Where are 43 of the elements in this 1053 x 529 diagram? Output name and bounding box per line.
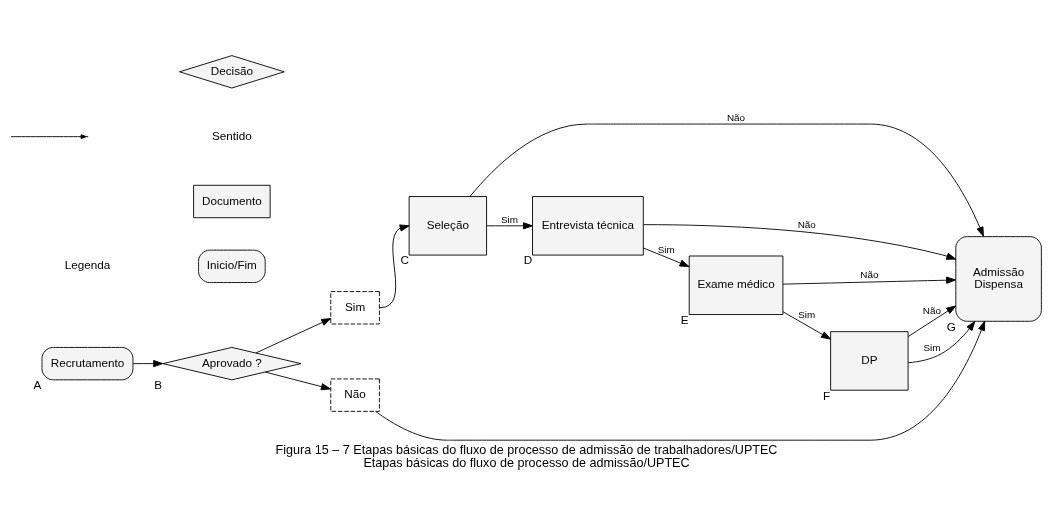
edge-label: Não bbox=[860, 268, 879, 280]
node-box: DP bbox=[830, 330, 909, 391]
arrow bbox=[642, 247, 690, 267]
arrow bbox=[375, 320, 986, 441]
node-box: Recrutamento bbox=[41, 346, 134, 380]
arrow bbox=[255, 317, 332, 353]
edge-label: Sim bbox=[923, 341, 941, 353]
node-box: Exame médico bbox=[688, 255, 784, 315]
arrow bbox=[378, 223, 410, 308]
arrow bbox=[486, 221, 533, 229]
node-box: Não bbox=[330, 378, 380, 412]
arrow bbox=[264, 371, 331, 390]
node-label: B bbox=[154, 377, 163, 391]
node-label: F bbox=[823, 388, 831, 402]
node-box: Entrevista técnica bbox=[532, 195, 644, 256]
node-label: A bbox=[33, 377, 42, 391]
edge-label: Não bbox=[797, 218, 816, 230]
diagram-title: Figura 15 – 7 Etapas básicas do fluxo de processo de admissão de trabalhadores/UPTEC bbox=[275, 442, 778, 457]
arrow bbox=[907, 320, 976, 363]
edge-label: Sim bbox=[798, 308, 816, 320]
legend-label: Decisão bbox=[210, 63, 253, 77]
label: Legenda bbox=[64, 257, 111, 271]
arrow bbox=[643, 223, 957, 260]
arrow bbox=[907, 305, 957, 337]
arrow bbox=[782, 310, 831, 340]
node-label: G bbox=[946, 319, 956, 333]
node-box: Admissão Dispensa bbox=[955, 235, 1042, 322]
node-label: E bbox=[680, 312, 689, 326]
arrow bbox=[132, 359, 164, 367]
edge-label: Sim bbox=[657, 243, 675, 255]
node-box: Sim bbox=[330, 290, 380, 324]
node-label: C bbox=[400, 252, 409, 266]
legend-label: Sentido bbox=[212, 128, 252, 142]
arrow bbox=[782, 276, 957, 285]
edge-label: Sim bbox=[501, 213, 519, 225]
legend-label: Inicio/Fim bbox=[206, 257, 257, 271]
edge-label: Não bbox=[922, 304, 942, 316]
arrow bbox=[469, 123, 984, 237]
edge-label: Não bbox=[726, 111, 746, 123]
node-diamond: Aprovado ? bbox=[162, 346, 302, 380]
node-box: Seleção bbox=[408, 195, 488, 256]
node-label: D bbox=[523, 252, 533, 266]
legend-label: Documento bbox=[201, 193, 262, 207]
